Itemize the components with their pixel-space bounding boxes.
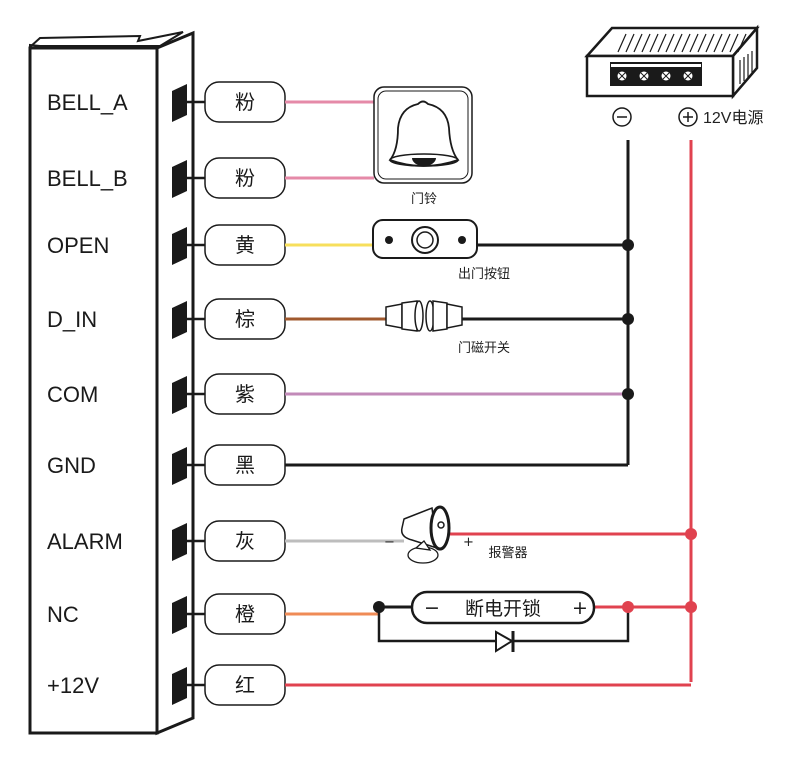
terminal-label: BELL_A [47,90,128,115]
terminal-label: NC [47,602,79,627]
terminal-alarm: ALARM 灰 [47,520,286,562]
terminal-nc: NC 橙 [47,593,286,635]
terminal-bell-b: BELL_B 粉 [47,157,286,199]
terminal-bell-a: BELL_A 粉 [47,81,286,123]
junction-dot [622,601,634,613]
wire-color-label: 粉 [235,90,255,114]
terminal--12v: +12V 红 [47,664,286,706]
wire-color-label: 黄 [235,233,255,257]
diode-icon [495,630,514,653]
terminal-label: BELL_B [47,166,128,191]
door-sensor: 门磁开关 [385,300,510,356]
terminal-label: OPEN [47,233,109,258]
terminal-block [172,596,187,634]
terminal-label: D_IN [47,307,97,332]
wire-color-label: 灰 [235,529,255,553]
terminal-label: GND [47,453,96,478]
lock-minus-label: − [424,597,440,619]
push-button-icon [416,231,434,249]
lock-plus-label: + [572,597,588,619]
wire-color-label: 紫 [235,382,255,406]
terminal-block [172,84,187,122]
exit-button-caption: 出门按钮 [458,267,510,282]
terminal-block [172,523,187,561]
wire-color-label: 橙 [235,602,255,626]
terminal-label: COM [47,382,98,407]
alarm-siren: − + 报警器 [384,505,528,564]
terminal-block [172,376,187,414]
terminal-label: +12V [47,673,99,698]
lock-label: 断电开锁 [465,598,541,620]
junction-dot [622,239,634,251]
door-sensor-caption: 门磁开关 [458,341,510,356]
alarm-minus-label: − [384,535,395,550]
terminal-block [172,301,187,339]
terminal-open: OPEN 黄 [47,224,286,266]
terminal-label: ALARM [47,529,123,554]
junction-dot [373,601,385,613]
terminal-block [172,160,187,198]
exit-button: 出门按钮 [372,219,510,282]
electric-lock: − 断电开锁 + [377,590,630,653]
terminal-block [172,447,187,485]
terminal-block [172,227,187,265]
doorbell-caption: 门铃 [411,192,437,207]
doorbell: 门铃 [373,86,473,207]
terminal-d-in: D_IN 棕 [47,298,286,340]
power-supply: 12V电源 [584,24,763,127]
wire-color-label: 黑 [235,453,255,477]
power-supply-label: 12V电源 [703,109,763,127]
terminal-gnd: GND 黑 [47,444,286,486]
terminal-block [172,667,187,705]
wire-color-label: 红 [235,673,255,697]
junction-dot [685,601,697,613]
alarm-plus-label: + [463,535,474,550]
terminal-com: COM 紫 [47,373,286,415]
junction-dot [685,528,697,540]
wire-color-label: 粉 [235,166,255,190]
magnet-sensor-icon [446,303,463,329]
junction-dot [622,388,634,400]
wire-color-label: 棕 [235,307,255,331]
alarm-caption: 报警器 [488,545,527,561]
junction-dot [622,313,634,325]
